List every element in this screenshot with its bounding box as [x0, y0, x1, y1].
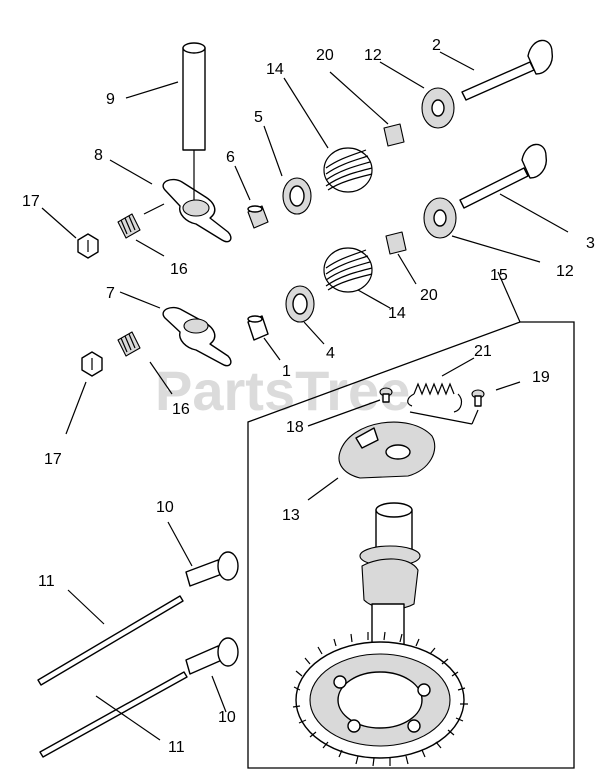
part-5-retainer[interactable]	[282, 177, 312, 215]
callout-1: 1	[282, 363, 291, 380]
callout-13: 13	[282, 507, 300, 524]
camshaft-group-frame	[247, 321, 575, 769]
part-17-nut-lower[interactable]	[81, 351, 103, 377]
part-10-lifter-lower[interactable]	[185, 637, 239, 675]
callout-12-lower: 12	[556, 263, 574, 280]
callout-12-upper: 12	[364, 47, 382, 64]
part-3-valve[interactable]	[459, 143, 547, 209]
leader-lines	[41, 51, 569, 741]
part-7-rocker-arm[interactable]	[162, 306, 232, 367]
part-11-pushrod-lower[interactable]	[39, 671, 188, 758]
callout-14-lower: 14	[388, 305, 406, 322]
callout-8: 8	[94, 147, 103, 164]
part-4-retainer[interactable]	[285, 285, 315, 323]
callout-17-upper: 17	[22, 193, 40, 210]
part-18-pin[interactable]	[379, 387, 393, 403]
part-9-pin[interactable]	[182, 42, 206, 151]
callout-21: 21	[474, 343, 492, 360]
callout-10-lower: 10	[218, 709, 236, 726]
part-10-lifter-upper[interactable]	[185, 551, 239, 587]
part-17-nut-upper[interactable]	[77, 233, 99, 259]
part-2-valve[interactable]	[461, 39, 553, 101]
watermark: PartsTree	[155, 359, 410, 422]
part-12-washer-lower[interactable]	[423, 197, 457, 239]
callout-7: 7	[106, 285, 115, 302]
part-12-washer-upper[interactable]	[421, 87, 455, 129]
callout-19: 19	[532, 369, 550, 386]
callout-16-lower: 16	[172, 401, 190, 418]
callout-9: 9	[106, 91, 115, 108]
callout-16-upper: 16	[170, 261, 188, 278]
part-16-adjuster-upper[interactable]	[117, 213, 141, 239]
part-20-collet-upper[interactable]	[383, 123, 405, 147]
callout-11-lower: 11	[168, 739, 185, 756]
cam-gear[interactable]	[292, 631, 468, 767]
part-21-spring[interactable]	[407, 382, 463, 413]
callout-3: 3	[586, 235, 595, 252]
callout-4: 4	[326, 345, 335, 362]
callout-17-lower: 17	[44, 451, 62, 468]
callout-20-lower: 20	[420, 287, 438, 304]
callout-15: 15	[490, 267, 508, 284]
part-16-adjuster-lower[interactable]	[117, 331, 141, 357]
callout-14-upper: 14	[266, 61, 284, 78]
callout-5: 5	[254, 109, 263, 126]
part-19-pin[interactable]	[471, 389, 485, 407]
part-13-plate[interactable]	[338, 421, 436, 479]
part-6-cap[interactable]	[247, 205, 269, 229]
part-20-collet-lower[interactable]	[385, 231, 407, 255]
part-14-spring-lower[interactable]	[323, 247, 373, 293]
callout-10-upper: 10	[156, 499, 174, 516]
callout-11-upper: 11	[38, 573, 55, 590]
part-14-spring-upper[interactable]	[323, 147, 373, 193]
callout-6: 6	[226, 149, 235, 166]
part-1-cap[interactable]	[247, 315, 269, 341]
callout-20-upper: 20	[316, 47, 334, 64]
part-11-pushrod-upper[interactable]	[37, 595, 184, 686]
callout-2: 2	[432, 37, 441, 54]
callout-18: 18	[286, 419, 304, 436]
part-8-rocker-arm[interactable]	[162, 150, 232, 243]
callout-labels: 9 8 17 16 7 16 17 6 5 14 20 12 2 3 12 20…	[22, 37, 595, 756]
